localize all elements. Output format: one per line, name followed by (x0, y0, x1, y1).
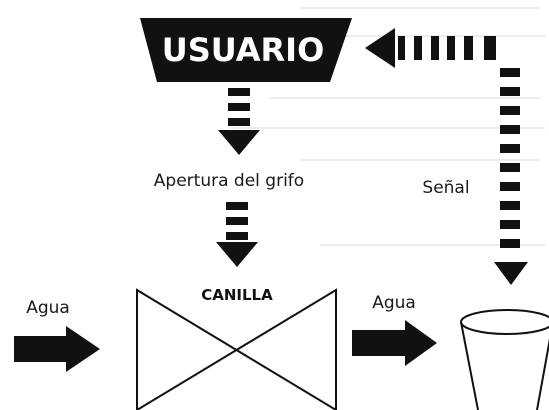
dashed-arrow-opening-to-valve (216, 202, 258, 267)
feedback-horizontal-dashes (365, 28, 496, 68)
cup-icon (460, 309, 549, 410)
user-box-label: USUARIO (162, 31, 325, 69)
valve-label: CANILLA (201, 286, 273, 304)
user-box: USUARIO (140, 18, 352, 82)
water-out-label: Agua (372, 293, 416, 313)
bleed-through-texture (230, 7, 545, 246)
dashed-arrow-user-to-opening (218, 88, 260, 155)
water-in-arrow (14, 326, 100, 372)
signal-label: Señal (422, 178, 469, 198)
water-in-label: Agua (26, 298, 70, 318)
opening-label: Apertura del grifo (154, 171, 304, 191)
valve-symbol (136, 288, 337, 410)
feedback-vertical-dashes (494, 68, 528, 285)
water-out-arrow (352, 320, 437, 366)
